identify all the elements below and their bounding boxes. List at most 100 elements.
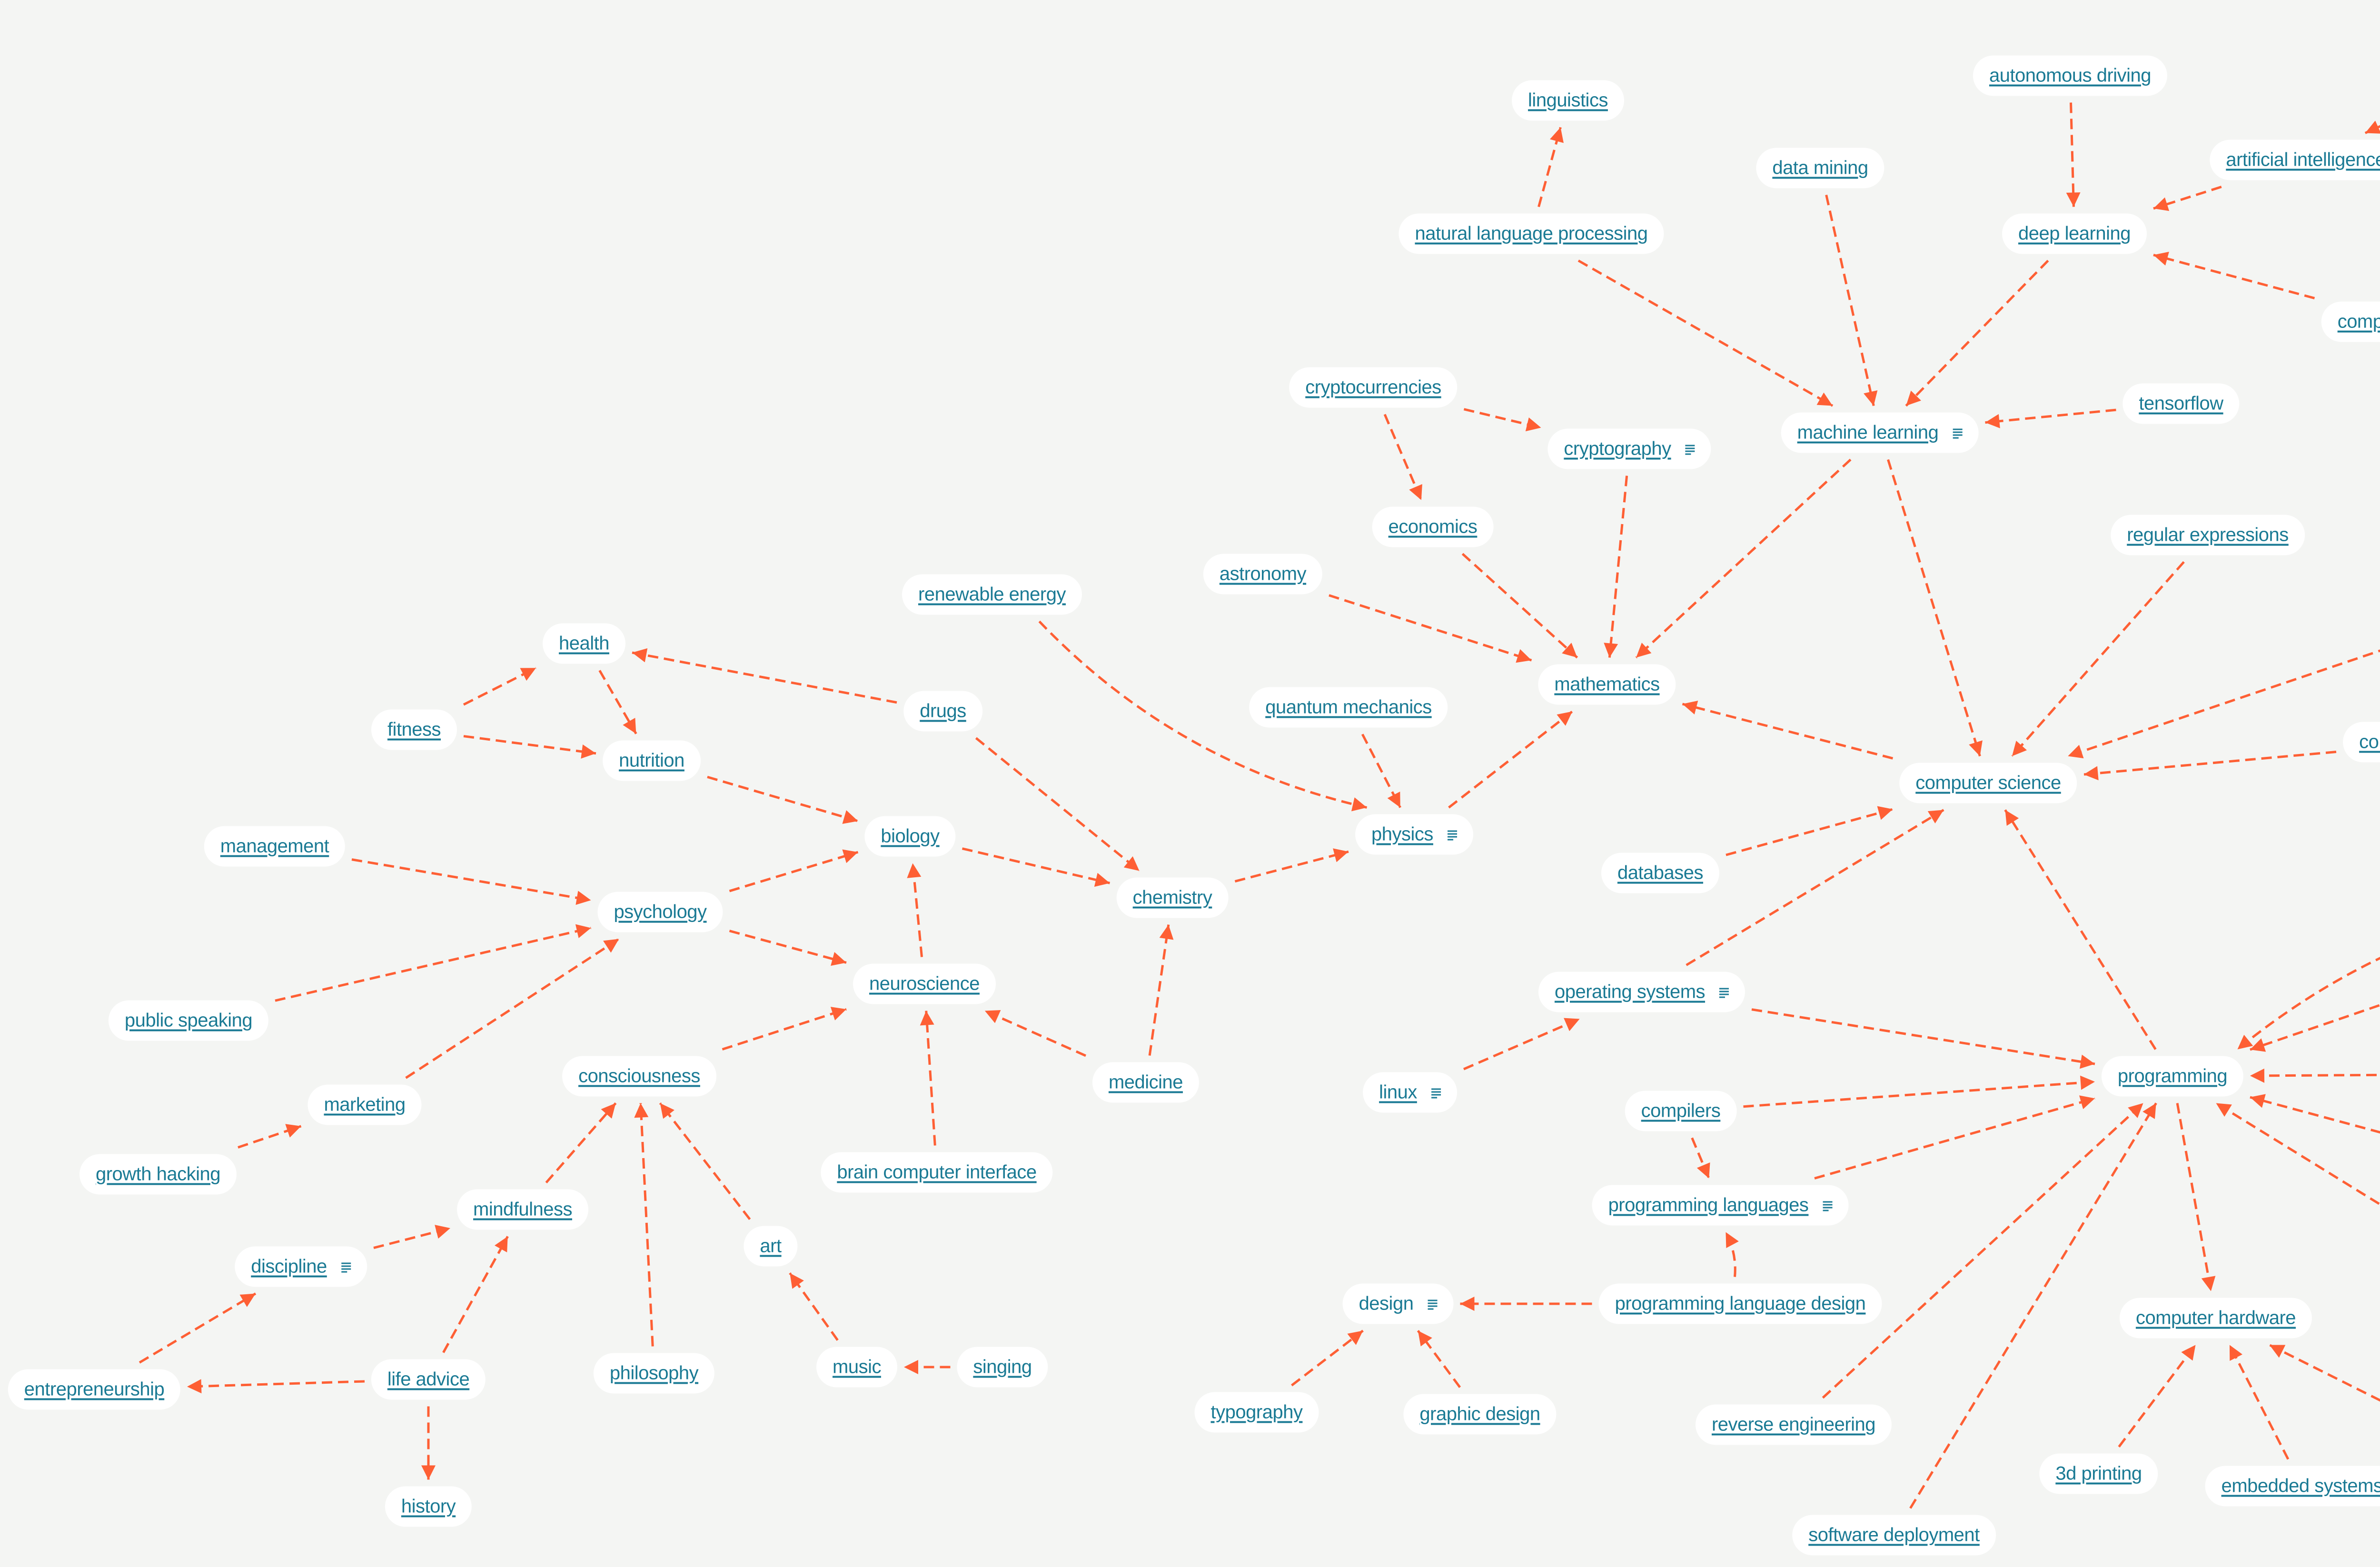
node-marketing[interactable]: marketing	[307, 1084, 422, 1125]
node-link[interactable]: art	[760, 1235, 782, 1257]
node-3d-printing[interactable]: 3d printing	[2039, 1453, 2158, 1494]
node-computer-science[interactable]: computer science	[1899, 763, 2077, 803]
node-link[interactable]: management	[220, 835, 329, 857]
node-link[interactable]: renewable energy	[918, 584, 1066, 605]
node-link[interactable]: 3d printing	[2055, 1463, 2142, 1484]
node-linguistics[interactable]: linguistics	[1512, 80, 1624, 121]
node-link[interactable]: cryptography	[1564, 438, 1671, 459]
node-link[interactable]: neuroscience	[869, 973, 980, 994]
node-link[interactable]: typography	[1210, 1401, 1303, 1423]
node-link[interactable]: music	[833, 1356, 881, 1378]
node-link[interactable]: quantum mechanics	[1265, 696, 1432, 718]
node-link[interactable]: regular expressions	[2127, 524, 2289, 545]
node-link[interactable]: psychology	[614, 901, 707, 922]
node-link[interactable]: entrepreneurship	[24, 1379, 165, 1400]
node-discipline[interactable]: discipline	[235, 1246, 367, 1287]
node-software-deployment[interactable]: software deployment	[1792, 1515, 1996, 1556]
node-brain-computer-interface[interactable]: brain computer interface	[821, 1152, 1053, 1193]
node-link[interactable]: marketing	[324, 1094, 406, 1115]
node-philosophy[interactable]: philosophy	[593, 1353, 715, 1394]
node-link[interactable]: computer hardware	[2135, 1307, 2296, 1329]
node-link[interactable]: brain computer interface	[837, 1161, 1037, 1183]
node-link[interactable]: graphic design	[1419, 1403, 1540, 1425]
node-data-mining[interactable]: data mining	[1756, 148, 1884, 188]
node-music[interactable]: music	[816, 1347, 897, 1388]
node-machine-learning[interactable]: machine learning	[1781, 412, 1979, 453]
notes-icon[interactable]	[1428, 1299, 1438, 1309]
node-mathematics[interactable]: mathematics	[1538, 664, 1676, 705]
node-biology[interactable]: biology	[864, 816, 956, 857]
node-typography[interactable]: typography	[1194, 1392, 1319, 1433]
notes-icon[interactable]	[1447, 829, 1457, 840]
node-link[interactable]: computer science	[1915, 772, 2061, 793]
node-renewable-energy[interactable]: renewable energy	[902, 574, 1082, 615]
node-physics[interactable]: physics	[1355, 814, 1473, 855]
node-programming[interactable]: programming	[2101, 1056, 2244, 1097]
node-link[interactable]: linguistics	[1528, 89, 1608, 111]
node-public-speaking[interactable]: public speaking	[108, 1000, 269, 1041]
node-deep-learning[interactable]: deep learning	[2002, 213, 2147, 254]
node-economics[interactable]: economics	[1372, 506, 1494, 547]
node-computer-hardware[interactable]: computer hardware	[2119, 1298, 2312, 1339]
node-databases[interactable]: databases	[1601, 853, 1720, 893]
node-astronomy[interactable]: astronomy	[1203, 554, 1323, 595]
node-medicine[interactable]: medicine	[1092, 1062, 1200, 1103]
node-link[interactable]: embedded systems	[2221, 1475, 2380, 1497]
node-link[interactable]: computer vision	[2337, 311, 2380, 332]
notes-icon[interactable]	[1953, 427, 1963, 438]
node-health[interactable]: health	[543, 623, 625, 664]
node-link[interactable]: natural language processing	[1415, 223, 1648, 244]
node-history[interactable]: history	[385, 1486, 472, 1527]
node-link[interactable]: linux	[1379, 1081, 1417, 1103]
node-link[interactable]: chemistry	[1132, 887, 1212, 908]
node-link[interactable]: programming languages	[1608, 1194, 1809, 1216]
node-link[interactable]: cryptocurrencies	[1305, 377, 1441, 398]
notes-icon[interactable]	[1431, 1087, 1441, 1098]
node-link[interactable]: consciousness	[578, 1065, 700, 1087]
node-link[interactable]: life advice	[387, 1369, 470, 1390]
node-drugs[interactable]: drugs	[903, 691, 982, 732]
node-graphic-design[interactable]: graphic design	[1403, 1394, 1557, 1435]
node-linux[interactable]: linux	[1363, 1072, 1457, 1113]
node-link[interactable]: mindfulness	[473, 1199, 572, 1220]
notes-icon[interactable]	[341, 1261, 351, 1272]
node-cryptocurrencies[interactable]: cryptocurrencies	[1289, 367, 1458, 408]
notes-icon[interactable]	[1685, 444, 1695, 455]
node-link[interactable]: history	[401, 1496, 456, 1517]
node-link[interactable]: drugs	[920, 700, 966, 722]
node-link[interactable]: programming	[2117, 1065, 2228, 1087]
notes-icon[interactable]	[1719, 987, 1729, 998]
node-link[interactable]: artificial intelligence	[2226, 149, 2380, 170]
node-growth-hacking[interactable]: growth hacking	[79, 1154, 237, 1195]
notes-icon[interactable]	[1823, 1200, 1833, 1211]
node-life-advice[interactable]: life advice	[371, 1359, 486, 1400]
node-programming-languages[interactable]: programming languages	[1592, 1185, 1849, 1226]
node-link[interactable]: tensorflow	[2139, 393, 2223, 414]
node-link[interactable]: operating systems	[1554, 981, 1706, 1002]
node-link[interactable]: physics	[1371, 823, 1433, 845]
node-operating-systems[interactable]: operating systems	[1538, 972, 1745, 1012]
node-tensorflow[interactable]: tensorflow	[2122, 383, 2240, 424]
node-link[interactable]: public speaking	[124, 1010, 253, 1031]
node-neuroscience[interactable]: neuroscience	[853, 963, 996, 1004]
node-link[interactable]: philosophy	[609, 1362, 699, 1384]
node-cryptography[interactable]: cryptography	[1547, 428, 1711, 469]
node-management[interactable]: management	[204, 826, 346, 867]
node-link[interactable]: economics	[1388, 516, 1478, 537]
node-link[interactable]: biology	[881, 825, 940, 847]
node-quantum-mechanics[interactable]: quantum mechanics	[1249, 687, 1448, 728]
node-computer-vision[interactable]: computer vision	[2321, 301, 2380, 342]
node-link[interactable]: machine learning	[1797, 422, 1939, 443]
node-design[interactable]: design	[1342, 1283, 1454, 1324]
node-link[interactable]: medicine	[1108, 1071, 1183, 1093]
node-consciousness[interactable]: consciousness	[562, 1056, 716, 1097]
node-regular-expressions[interactable]: regular expressions	[2111, 515, 2305, 555]
node-link[interactable]: singing	[973, 1356, 1032, 1378]
node-link[interactable]: fitness	[387, 719, 441, 740]
node-link[interactable]: mathematics	[1554, 674, 1660, 695]
node-link[interactable]: growth hacking	[95, 1163, 221, 1185]
node-link[interactable]: nutrition	[619, 750, 684, 771]
node-chemistry[interactable]: chemistry	[1116, 877, 1229, 918]
node-link[interactable]: software deployment	[1808, 1524, 1980, 1546]
node-computer-networking[interactable]: computer networking	[2343, 722, 2380, 763]
